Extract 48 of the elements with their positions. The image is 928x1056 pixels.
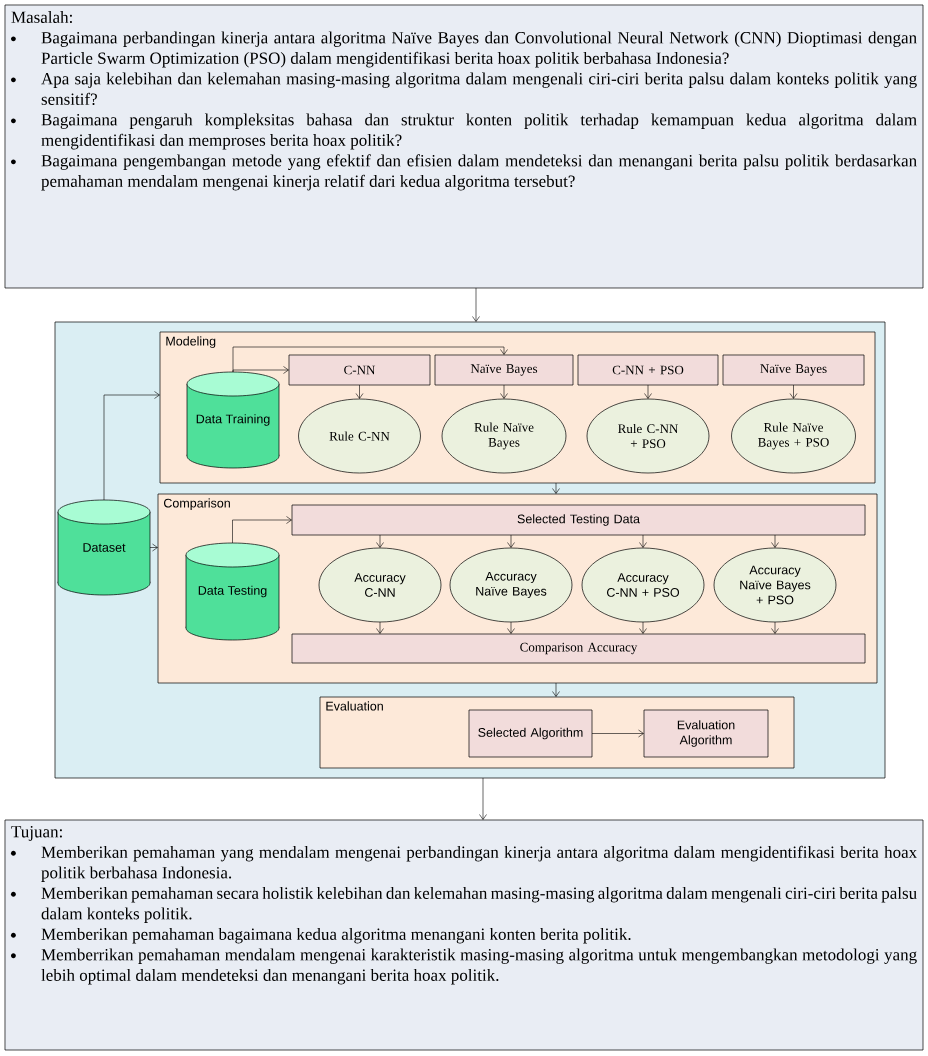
bullet-item: Bagaimana pengembangan metode yang efektif dan efisien dalam mendeteksi dan menangani berita palsu politik berdasarkan pemahaman mendalam mengenai kinerja relatif dari kedua algoritma tersebut? bbox=[11, 154, 917, 191]
text-box bbox=[4, 819, 924, 1051]
arrow bbox=[479, 777, 487, 820]
heading: Masalah: bbox=[11, 11, 72, 24]
bullet-item: Bagaimana pengaruh kompleksitas bahasa dan struktur konten politik terhadap kemampuan kedua algoritma dalam mengidentifikasi dan memproses berita hoax politik? bbox=[11, 113, 917, 150]
bullet-item: Memberikan pemahaman bagaimana kedua algoritma menangani konten berita politik. bbox=[11, 927, 631, 944]
process-box: Naïve Bayes bbox=[722, 354, 865, 386]
arrow bbox=[232, 516, 292, 544]
process-box: C-NN + PSO bbox=[577, 354, 719, 386]
bullet-item: Memberikan pemahaman yang mendalam mengenai perbandingan kinerja antara algoritma dalam mengidentifikasi berita hoax politik berbahasa Indonesia. bbox=[11, 845, 917, 882]
arrow bbox=[789, 384, 798, 399]
panel-label: Modeling bbox=[166, 336, 216, 348]
arrow bbox=[355, 384, 364, 399]
arrow bbox=[639, 534, 647, 548]
database-cylinder: Dataset bbox=[57, 499, 151, 596]
arrow bbox=[232, 346, 508, 373]
arrow bbox=[500, 384, 508, 399]
arrow bbox=[644, 384, 652, 399]
bullet-item: Memberikan pemahaman secara holistik kelebihan dan kelemahan masing-masing algoritma dalam mengenali ciri-ciri berita palsu dalam konteks politik. bbox=[11, 886, 917, 923]
process-box: Selected Testing Data bbox=[291, 504, 866, 536]
database-cylinder: Data Testing bbox=[185, 542, 280, 641]
arrow bbox=[591, 729, 644, 738]
arrow bbox=[771, 534, 779, 548]
bullet-item: Memberrikan pemahaman mendalam mengenai karakteristik masing-masing algoritma untuk mengembangkan metodologi yang lebih optimal dalam mendeteksi dan menangani berita hoax politik. bbox=[11, 948, 917, 985]
text-box bbox=[4, 4, 924, 289]
process-box: Naïve Bayes bbox=[434, 354, 574, 386]
panel-label: Comparison bbox=[164, 498, 230, 510]
process-box: Selected Algorithm bbox=[468, 709, 593, 758]
process-box: Evaluation Algorithm bbox=[643, 709, 769, 758]
arrow bbox=[472, 287, 480, 322]
process-box: C-NN bbox=[288, 354, 431, 386]
bullet-item: Apa saja kelebihan dan kelemahan masing-masing algoritma dalam mengenali ciri-ciri berita palsu dalam konteks politik yang sensitif? bbox=[11, 72, 917, 106]
arrow bbox=[507, 621, 515, 634]
panel-label: Evaluation bbox=[326, 701, 383, 711]
arrow bbox=[639, 621, 647, 634]
process-box: Comparison Accuracy bbox=[291, 633, 866, 664]
bullet-item: Bagaimana perbandingan kinerja antara algoritma Naïve Bayes dan Convolutional Neural Network (CNN) Dioptimasi dengan Particle Swarm Optimization (PSO) dalam mengidentifikasi berita hoax politik berbahasa Indonesia? bbox=[11, 31, 917, 68]
arrow bbox=[507, 534, 515, 548]
arrow bbox=[552, 482, 560, 494]
arrow bbox=[376, 621, 384, 634]
arrow bbox=[149, 543, 158, 552]
arrow bbox=[376, 534, 384, 548]
heading: Tujuan: bbox=[11, 826, 62, 841]
arrow bbox=[232, 366, 289, 374]
database-cylinder: Data Training bbox=[186, 371, 280, 469]
arrow bbox=[771, 621, 779, 634]
arrow bbox=[552, 682, 560, 697]
arrow bbox=[103, 391, 160, 501]
